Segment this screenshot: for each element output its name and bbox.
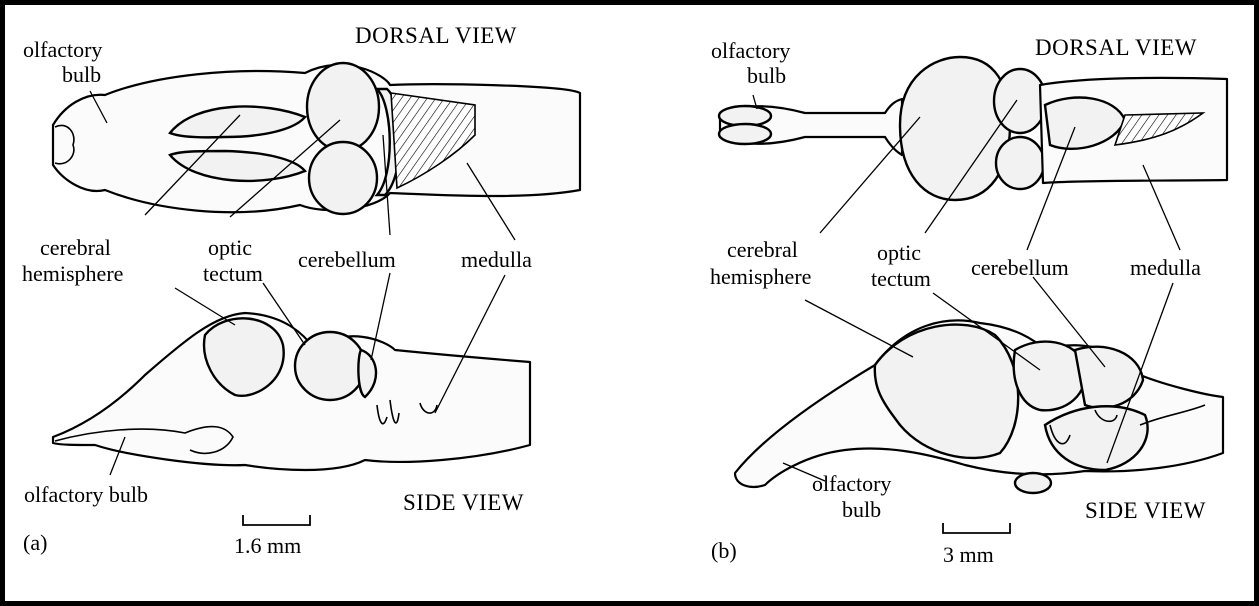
panel-b-label-olfactory-bulb-side-1: olfactory xyxy=(812,471,891,496)
panel-b-dorsal-hemisphere xyxy=(900,57,1010,200)
panel-b: DORSAL VIEW olfactory bulb cerebral hemi… xyxy=(710,35,1227,567)
panel-b-tag: (b) xyxy=(711,538,737,563)
panel-a-label-medulla: medulla xyxy=(461,247,532,272)
panel-b-scale-label: 3 mm xyxy=(943,542,994,567)
panel-b-leader-hemisphere-side xyxy=(805,300,913,357)
panel-b-label-cerebellum: cerebellum xyxy=(971,255,1069,280)
panel-b-side-pituitary xyxy=(1015,473,1051,493)
panel-a-leader-hemisphere-side xyxy=(175,288,235,325)
panel-a-side-tectum xyxy=(295,332,365,400)
panel-a-label-olfactory-bulb-side: olfactory bulb xyxy=(24,482,148,507)
brain-anatomy-diagram: DORSAL VIEW olfactory bulb cerebral hemi… xyxy=(5,5,1254,601)
panel-b-dorsal-bulb-lower xyxy=(719,124,771,144)
panel-b-dorsal-tectum-upper xyxy=(994,69,1046,133)
panel-b-label-optic-2: tectum xyxy=(871,266,931,291)
panel-a-dorsal-tectum-lower xyxy=(309,142,377,214)
panel-a-scale-bar xyxy=(243,515,310,525)
panel-a-label-olfactory-bulb-top-1: olfactory xyxy=(23,37,102,62)
panel-b-label-medulla: medulla xyxy=(1130,255,1201,280)
panel-a-label-optic-1: optic xyxy=(208,235,252,260)
panel-a-side-drawing xyxy=(53,313,530,470)
panel-a-tag: (a) xyxy=(23,530,47,555)
panel-b-dorsal-title: DORSAL VIEW xyxy=(1035,35,1197,60)
panel-b-label-cerebral-1: cerebral xyxy=(727,237,798,262)
panel-a-label-cerebellum: cerebellum xyxy=(298,247,396,272)
panel-b-label-cerebral-2: hemisphere xyxy=(710,264,811,289)
panel-a-side-title: SIDE VIEW xyxy=(403,490,524,515)
figure-frame: DORSAL VIEW olfactory bulb cerebral hemi… xyxy=(5,5,1254,601)
panel-b-label-olfactory-bulb-top-1: olfactory xyxy=(711,38,790,63)
panel-b-side-title: SIDE VIEW xyxy=(1085,498,1206,523)
panel-a-dorsal-tectum-upper xyxy=(307,63,379,151)
panel-b-label-olfactory-bulb-side-2: bulb xyxy=(842,497,881,522)
panel-a-scale-label: 1.6 mm xyxy=(234,533,301,558)
panel-b-label-olfactory-bulb-top-2: bulb xyxy=(747,63,786,88)
panel-b-dorsal-tectum-lower xyxy=(996,137,1044,189)
panel-a-label-cerebral-1: cerebral xyxy=(40,235,111,260)
panel-b-label-optic-1: optic xyxy=(877,240,921,265)
panel-a-label-optic-2: tectum xyxy=(203,261,263,286)
panel-b-dorsal-drawing xyxy=(719,57,1227,200)
panel-b-scale-bar xyxy=(943,523,1010,533)
panel-a-label-cerebral-2: hemisphere xyxy=(22,261,123,286)
panel-a-side-outline xyxy=(53,313,530,470)
panel-a-dorsal-drawing xyxy=(53,63,580,214)
panel-a-dorsal-title: DORSAL VIEW xyxy=(355,23,517,48)
panel-a-label-olfactory-bulb-top-2: bulb xyxy=(62,62,101,87)
panel-a: DORSAL VIEW olfactory bulb cerebral hemi… xyxy=(22,23,580,558)
